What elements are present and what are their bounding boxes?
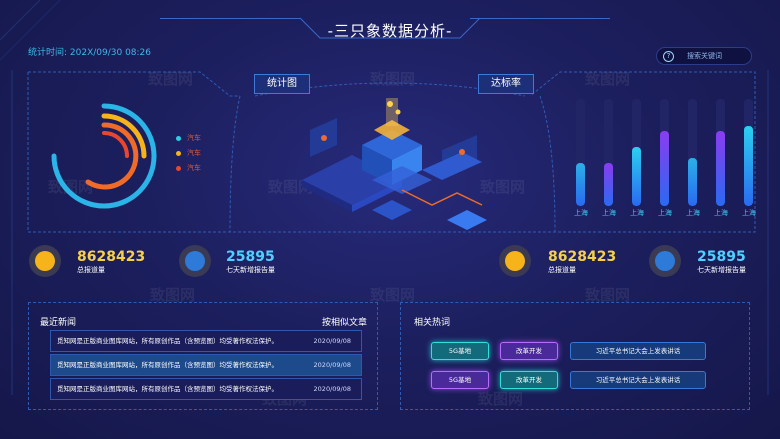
stat-label: 七天新增报告量 xyxy=(226,266,275,274)
bar-label: 上海 xyxy=(658,209,672,217)
stat-block-4: 25895 七天新增报告量 xyxy=(697,249,746,275)
download-icon xyxy=(35,251,55,271)
stat-label: 总报道量 xyxy=(77,266,105,274)
stat-icon-3 xyxy=(499,245,531,277)
stat-icon-4 xyxy=(649,245,681,277)
watermark: 致图网 xyxy=(148,70,194,88)
watermark: 致图网 xyxy=(480,178,526,196)
header-line-right xyxy=(470,18,610,19)
stat-icon-2 xyxy=(179,245,211,277)
hot-word-tag[interactable]: 5G基地 xyxy=(431,342,489,360)
stat-value: 25895 xyxy=(697,249,746,265)
watermark: 致图网 xyxy=(478,390,524,408)
news-row[interactable]: 觅知网是正版商业图库网站，所有原创作品（含预览图）均受著作权法保护。 2020/… xyxy=(50,330,362,352)
stat-value: 8628423 xyxy=(548,249,617,265)
legend-dot-yellow xyxy=(176,150,181,156)
news-row-date: 2020/09/08 xyxy=(313,385,351,393)
bar-track xyxy=(632,99,641,206)
bar-fill xyxy=(688,158,697,206)
rate-section-label: 达标率 xyxy=(478,74,534,94)
watermark: 致图网 xyxy=(585,286,631,304)
document-icon xyxy=(185,251,205,271)
ring-blue xyxy=(51,103,157,209)
watermark: 致图网 xyxy=(150,286,196,304)
header-line-left xyxy=(160,18,300,19)
bar-label: 上海 xyxy=(714,209,728,217)
news-title: 最近新闻 xyxy=(40,318,77,328)
hot-word-tag[interactable]: 5G基地 xyxy=(431,371,489,389)
news-row-text: 觅知网是正版商业图库网站，所有原创作品（含预览图）均受著作权法保护。 xyxy=(57,361,278,369)
bar-track xyxy=(660,99,669,206)
stat-time: 统计时间: 202X/09/30 08:26 xyxy=(28,48,152,58)
isometric-illustration xyxy=(302,98,487,230)
search-placeholder: 搜索关键词 xyxy=(687,52,722,60)
hot-words-title: 相关热词 xyxy=(414,318,451,328)
legend-item: 汽车 xyxy=(176,163,201,173)
legend-label: 汽车 xyxy=(187,134,201,142)
news-row-date: 2020/09/08 xyxy=(313,361,351,369)
news-row-text: 觅知网是正版商业图库网站，所有原创作品（含预览图）均受著作权法保护。 xyxy=(57,337,278,345)
news-row-date: 2020/09/08 xyxy=(313,337,351,345)
bar-fill xyxy=(632,147,641,206)
watermark: 致图网 xyxy=(585,70,631,88)
news-row[interactable]: 觅知网是正版商业图库网站，所有原创作品（含预览图）均受著作权法保护。 2020/… xyxy=(50,354,362,376)
stats-section-label: 统计图 xyxy=(254,74,310,94)
bar-fill xyxy=(744,126,753,206)
bar-fill xyxy=(576,163,585,206)
donut-chart xyxy=(51,103,157,209)
legend-label: 汽车 xyxy=(187,164,201,172)
bar-track xyxy=(688,99,697,206)
bar-label: 上海 xyxy=(574,209,588,217)
stat-value: 8628423 xyxy=(77,249,146,265)
ring-orange xyxy=(85,122,139,190)
hot-word-tag[interactable]: 习近平总书记大会上发表讲话 xyxy=(570,342,706,360)
legend-label: 汽车 xyxy=(187,149,201,157)
bar-fill xyxy=(660,131,669,206)
bar-label: 上海 xyxy=(630,209,644,217)
news-row-text: 觅知网是正版商业图库网站，所有原创作品（含预览图）均受著作权法保护。 xyxy=(57,385,278,393)
watermark: 致图网 xyxy=(370,286,416,304)
stat-block-2: 25895 七天新增报告量 xyxy=(226,249,275,275)
hot-word-tag[interactable]: 改革开发 xyxy=(500,371,558,389)
hot-word-tag[interactable]: 习近平总书记大会上发表讲话 xyxy=(570,371,706,389)
download-icon xyxy=(505,251,525,271)
page-title: -三只象数据分析- xyxy=(320,16,460,46)
bar-fill xyxy=(716,131,725,206)
ring-red xyxy=(102,131,129,158)
news-panel xyxy=(28,302,378,410)
hot-word-tag[interactable]: 改革开发 xyxy=(500,342,558,360)
document-icon xyxy=(655,251,675,271)
stat-label: 七天新增报告量 xyxy=(697,266,746,274)
legend-item: 汽车 xyxy=(176,133,201,143)
bar-track xyxy=(744,99,753,206)
news-row[interactable]: 觅知网是正版商业图库网站，所有原创作品（含预览图）均受著作权法保护。 2020/… xyxy=(50,378,362,400)
stat-label: 总报道量 xyxy=(548,266,576,274)
bar-label: 上海 xyxy=(686,209,700,217)
bar-label: 上海 xyxy=(742,209,756,217)
stat-block-3: 8628423 总报道量 xyxy=(548,249,616,275)
hot-words-panel xyxy=(400,302,750,410)
bar-track xyxy=(604,99,613,206)
stat-icon-1 xyxy=(29,245,61,277)
stat-block-1: 8628423 总报道量 xyxy=(77,249,145,275)
donut-legend: 汽车 汽车 汽车 xyxy=(176,133,201,173)
help-icon[interactable]: ? xyxy=(663,51,674,62)
search-input[interactable]: ? 搜索关键词 xyxy=(656,47,752,65)
bar-label: 上海 xyxy=(602,209,616,217)
ring-yellow xyxy=(101,113,147,159)
legend-dot-red xyxy=(176,165,181,171)
watermark: 致图网 xyxy=(268,178,314,196)
stat-value: 25895 xyxy=(226,249,275,265)
bar-fill xyxy=(604,163,613,206)
bar-track xyxy=(576,99,585,206)
similar-articles-link[interactable]: 按相似文章 xyxy=(322,318,368,328)
legend-item: 汽车 xyxy=(176,148,201,158)
bar-track xyxy=(716,99,725,206)
legend-dot-cyan xyxy=(176,135,181,141)
page-title-text: -三只象数据分析- xyxy=(327,22,453,40)
